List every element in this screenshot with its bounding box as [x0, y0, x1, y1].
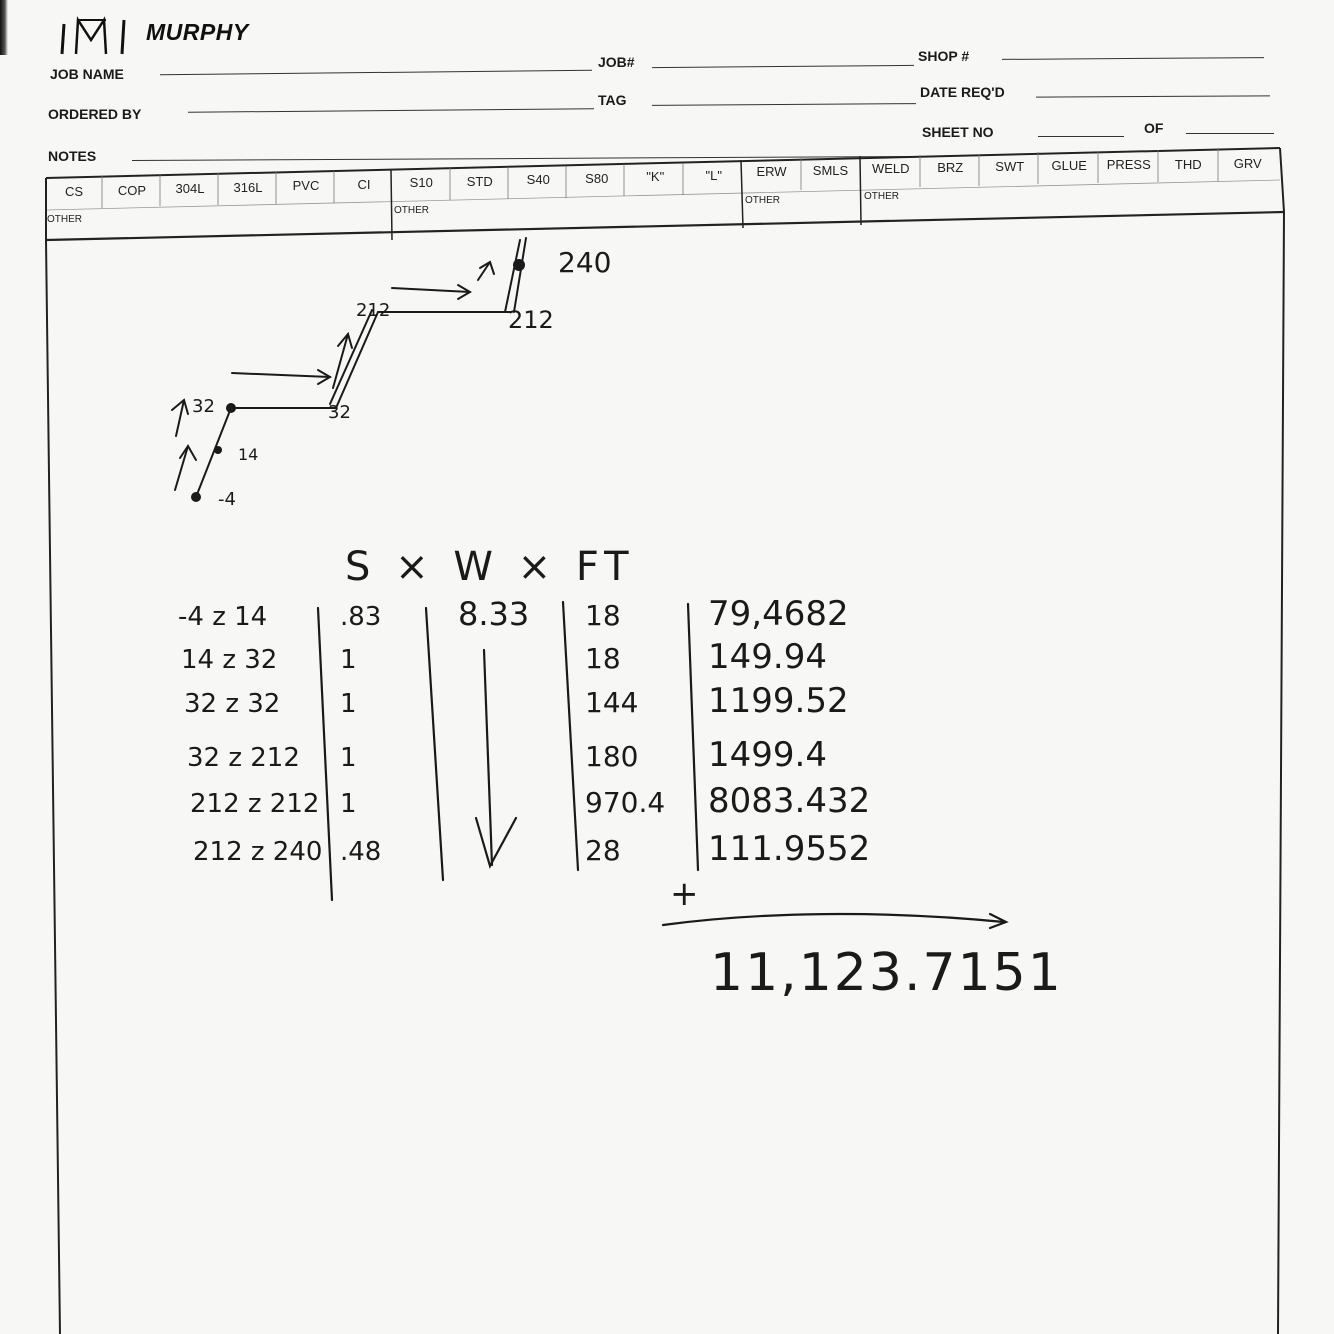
calc-column-rules [318, 602, 1006, 928]
calc-range-cell: 32 z 212 [187, 743, 300, 773]
formula-text: S × W × FT [345, 544, 635, 590]
calc-s-cell: 1 [340, 789, 357, 819]
calc-w-cell: 8.33 [458, 595, 529, 633]
elevation-label: 32 [192, 396, 215, 417]
calc-range-cell: 212 z 212 [190, 789, 319, 819]
sketch-nodes [191, 259, 525, 502]
calc-s-cell: .48 [340, 837, 381, 867]
calc-range-cell: 14 z 32 [181, 645, 277, 675]
calc-ft-cell: 180 [585, 740, 638, 773]
calc-result-cell: 8083.432 [708, 781, 870, 821]
calc-ft-cell: 28 [585, 834, 621, 867]
elevation-label: 240 [558, 246, 611, 279]
elevation-label: 212 [508, 306, 554, 334]
grand-total: 11,123.7151 [710, 943, 1063, 1003]
calc-s-cell: 1 [340, 689, 357, 719]
isometric-pipe-sketch [172, 238, 526, 497]
calc-range-cell: -4 z 14 [178, 602, 267, 632]
calc-s-cell: 1 [340, 743, 357, 773]
elevation-label: 14 [238, 445, 258, 464]
elevation-label: 32 [328, 402, 351, 423]
elevation-label: 212 [356, 300, 390, 321]
calc-result-cell: 111.9552 [708, 829, 870, 869]
sum-sign: + [670, 874, 699, 914]
calc-result-cell: 149.94 [708, 637, 827, 677]
calc-ft-cell: 18 [585, 642, 621, 675]
calc-result-cell: 79,4682 [708, 594, 849, 634]
calc-range-cell: 32 z 32 [184, 689, 280, 719]
calc-table: -4 z 14 .83 8.33 18 79,4682 14 z 32 1 18 149.94 3… [178, 594, 870, 869]
calc-ft-cell: 18 [585, 599, 621, 632]
calc-s-cell: .83 [340, 602, 381, 632]
calc-range-cell: 212 z 240 [193, 837, 322, 867]
calc-s-cell: 1 [340, 645, 357, 675]
calc-result-cell: 1499.4 [708, 735, 827, 775]
elevation-label: -4 [218, 489, 236, 510]
calc-ft-cell: 970.4 [585, 786, 665, 819]
calc-ft-cell: 144 [585, 686, 638, 719]
calc-result-cell: 1199.52 [708, 681, 849, 721]
